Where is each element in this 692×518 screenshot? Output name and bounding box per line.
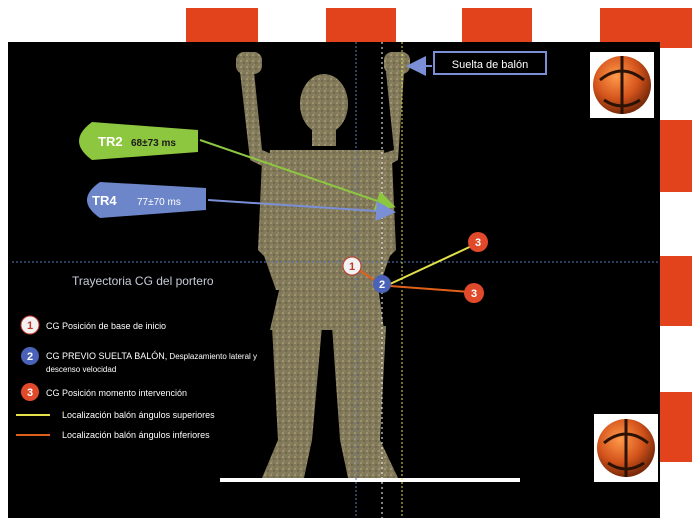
legend-text-1: CG Posición de base de inicio bbox=[46, 321, 166, 331]
legend-text-3: CG Posición momento intervención bbox=[46, 388, 187, 398]
svg-text:3: 3 bbox=[471, 288, 477, 300]
marker-2: 2 bbox=[373, 275, 391, 293]
svg-text:1: 1 bbox=[27, 320, 33, 332]
legend-text-2b: descenso velocidad bbox=[46, 365, 116, 374]
svg-text:2: 2 bbox=[379, 279, 385, 291]
svg-text:1: 1 bbox=[349, 261, 355, 273]
svg-text:2: 2 bbox=[27, 351, 33, 363]
marker-1: 1 bbox=[343, 257, 361, 275]
svg-text:Localización balón ángulos inf: Localización balón ángulos inferiores bbox=[62, 430, 210, 440]
svg-text:3: 3 bbox=[475, 237, 481, 249]
tr2-value: 68±73 ms bbox=[131, 138, 176, 149]
marker-3-lower: 3 bbox=[464, 283, 484, 303]
ball-icon-top bbox=[590, 52, 654, 118]
svg-text:Localización balón ángulos sup: Localización balón ángulos superiores bbox=[62, 410, 215, 420]
tr4-value: 77±70 ms bbox=[137, 197, 181, 208]
marker-3-upper: 3 bbox=[468, 232, 488, 252]
tr2-label: TR2 bbox=[98, 134, 123, 149]
tr4-label: TR4 bbox=[92, 193, 117, 208]
trajectory-title: Trayectoria CG del portero bbox=[72, 274, 214, 288]
legend-text-2: CG PREVIO SUELTA BALÓN, Desplazamiento l… bbox=[46, 351, 257, 361]
ball-icon-bottom bbox=[594, 414, 658, 482]
ground-line bbox=[220, 478, 520, 482]
ball-release-label: Suelta de balón bbox=[452, 59, 528, 71]
svg-text:3: 3 bbox=[27, 387, 33, 399]
